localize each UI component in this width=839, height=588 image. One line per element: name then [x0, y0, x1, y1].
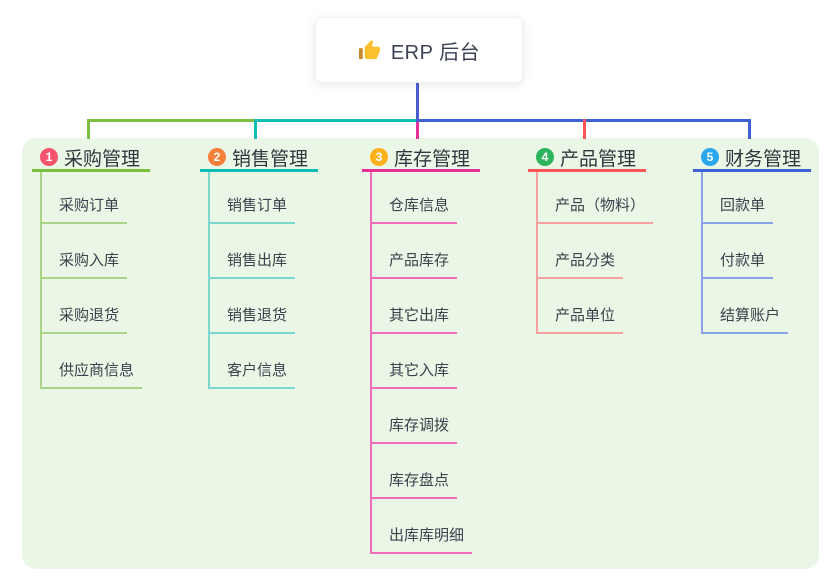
root-node[interactable]: ERP 后台 — [315, 17, 523, 83]
child-node-row: 供应商信息 — [42, 334, 143, 389]
child-node-row: 销售订单 — [210, 172, 296, 224]
child-node[interactable]: 采购订单 — [42, 196, 128, 224]
connector-horizontal-segment — [254, 119, 416, 122]
child-node[interactable]: 结算账户 — [703, 306, 789, 334]
child-node-row: 出库库明细 — [372, 499, 473, 554]
connector-drop-line — [416, 122, 419, 139]
branch-number-badge: 3 — [370, 148, 388, 166]
branch-title: 库存管理 — [394, 148, 471, 170]
child-node[interactable]: 产品单位 — [538, 306, 624, 334]
branch-number-badge: 1 — [40, 148, 58, 166]
branch-5: 5 财务管理回款单付款单结算账户 — [693, 148, 812, 334]
thumbs-up-icon — [358, 39, 381, 62]
child-node-row: 回款单 — [703, 172, 788, 224]
branch-header[interactable]: 3 库存管理 — [362, 148, 481, 172]
child-node-row: 采购订单 — [42, 172, 142, 224]
child-node[interactable]: 出库库明细 — [372, 526, 473, 554]
connector-drop-line — [748, 119, 751, 139]
child-node[interactable]: 回款单 — [703, 196, 774, 224]
child-node[interactable]: 产品分类 — [538, 251, 624, 279]
branch-children: 回款单付款单结算账户 — [701, 172, 789, 334]
connector-drop-line — [87, 119, 90, 139]
child-node[interactable]: 销售出库 — [210, 251, 296, 279]
child-node[interactable]: 销售订单 — [210, 196, 296, 224]
child-node-row: 采购退货 — [42, 279, 142, 334]
child-node[interactable]: 客户信息 — [210, 361, 296, 389]
child-node-row: 产品单位 — [538, 279, 653, 334]
child-node[interactable]: 产品库存 — [372, 251, 458, 279]
child-node[interactable]: 采购入库 — [42, 251, 128, 279]
child-node[interactable]: 销售退货 — [210, 306, 296, 334]
branch-3: 3 库存管理仓库信息产品库存其它出库其它入库库存调拨库存盘点出库库明细 — [362, 148, 481, 554]
child-node[interactable]: 产品（物料） — [538, 196, 654, 224]
branch-title: 采购管理 — [64, 148, 141, 170]
child-node[interactable]: 付款单 — [703, 251, 774, 279]
branch-children: 产品（物料） 产品分类产品单位 — [536, 172, 654, 334]
connector-horizontal-segment — [87, 119, 254, 122]
child-node-row: 产品库存 — [372, 224, 472, 279]
branch-1: 1 采购管理采购订单采购入库采购退货供应商信息 — [32, 148, 151, 389]
child-node-row: 付款单 — [703, 224, 788, 279]
child-node-row: 销售退货 — [210, 279, 296, 334]
child-node[interactable]: 供应商信息 — [42, 361, 143, 389]
branch-header[interactable]: 5 财务管理 — [693, 148, 812, 172]
child-node[interactable]: 仓库信息 — [372, 196, 458, 224]
branch-children: 仓库信息产品库存其它出库其它入库库存调拨库存盘点出库库明细 — [370, 172, 473, 554]
child-node-row: 采购入库 — [42, 224, 142, 279]
child-node[interactable]: 其它出库 — [372, 306, 458, 334]
branch-number-badge: 2 — [208, 148, 226, 166]
child-node-row: 产品分类 — [538, 224, 653, 279]
root-label: ERP 后台 — [390, 41, 481, 64]
branch-4: 4 产品管理产品（物料） 产品分类产品单位 — [528, 148, 654, 334]
child-node-row: 其它入库 — [372, 334, 472, 389]
branch-title: 产品管理 — [560, 148, 637, 170]
child-node[interactable]: 库存盘点 — [372, 471, 458, 499]
branch-title: 财务管理 — [725, 148, 802, 170]
branch-title: 销售管理 — [232, 148, 309, 170]
child-node[interactable]: 采购退货 — [42, 306, 128, 334]
branch-header[interactable]: 4 产品管理 — [528, 148, 647, 172]
child-node-row: 产品（物料） — [538, 172, 654, 224]
child-node-row: 结算账户 — [703, 279, 789, 334]
child-node[interactable]: 其它入库 — [372, 361, 458, 389]
child-node-row: 客户信息 — [210, 334, 296, 389]
branch-header[interactable]: 1 采购管理 — [32, 148, 151, 172]
branch-header[interactable]: 2 销售管理 — [200, 148, 319, 172]
branch-children: 采购订单采购入库采购退货供应商信息 — [40, 172, 143, 389]
connector-drop-line — [254, 119, 257, 139]
branch-children: 销售订单销售出库销售退货客户信息 — [208, 172, 296, 389]
child-node-row: 库存盘点 — [372, 444, 472, 499]
root-stem-line — [416, 83, 419, 122]
connector-drop-line — [583, 119, 586, 139]
child-node[interactable]: 库存调拨 — [372, 416, 458, 444]
child-node-row: 库存调拨 — [372, 389, 472, 444]
child-node-row: 其它出库 — [372, 279, 472, 334]
child-node-row: 仓库信息 — [372, 172, 472, 224]
branch-number-badge: 5 — [701, 148, 719, 166]
branch-2: 2 销售管理销售订单销售出库销售退货客户信息 — [200, 148, 319, 389]
branch-number-badge: 4 — [536, 148, 554, 166]
child-node-row: 销售出库 — [210, 224, 296, 279]
